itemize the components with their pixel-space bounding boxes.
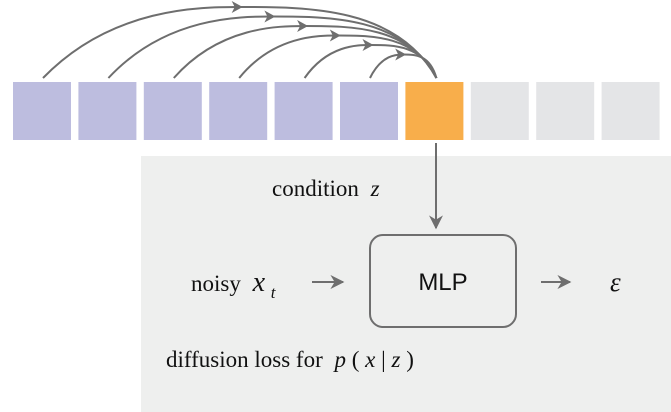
loss-p: p xyxy=(333,347,347,372)
token-future xyxy=(536,82,595,140)
dependency-arrowhead xyxy=(329,29,341,42)
token-context xyxy=(78,82,137,140)
dependency-arc xyxy=(107,15,438,79)
loss-bar: | xyxy=(381,347,386,372)
diffusion-loss-label: diffusion loss for p ( x | z ) xyxy=(166,347,414,372)
token-sequence xyxy=(13,82,660,140)
epsilon-label: ε xyxy=(610,267,621,297)
dependency-arc xyxy=(303,43,438,79)
noisy-subscript: t xyxy=(271,283,277,302)
loss-text: diffusion loss for xyxy=(166,347,323,372)
dependency-arc xyxy=(369,53,438,79)
dependency-arrowhead xyxy=(362,39,374,51)
token-future xyxy=(601,82,660,140)
token-context xyxy=(209,82,268,140)
condition-label: condition z xyxy=(272,176,380,201)
dependency-arrowhead xyxy=(231,1,243,13)
condition-text: condition xyxy=(272,176,359,201)
token-future xyxy=(470,82,529,140)
token-current xyxy=(405,82,464,140)
dependency-arrowhead xyxy=(395,48,407,61)
noisy-variable: x xyxy=(252,267,266,298)
mlp-box xyxy=(369,234,517,328)
condition-variable: z xyxy=(370,176,380,201)
loss-close-paren: ) xyxy=(406,347,414,372)
dependency-arrowhead xyxy=(264,10,276,23)
loss-open-paren: ( xyxy=(352,347,360,372)
token-context xyxy=(13,82,71,140)
loss-x: x xyxy=(364,347,376,372)
token-context xyxy=(274,82,333,140)
noisy-text: noisy xyxy=(191,271,241,296)
noisy-input-label: noisy x t xyxy=(191,267,277,302)
dependency-arrowhead xyxy=(297,20,309,32)
token-context xyxy=(143,82,202,140)
autoregressive-arrows xyxy=(42,1,438,79)
token-context xyxy=(340,82,398,140)
mlp-label: MLP xyxy=(418,269,467,296)
loss-z: z xyxy=(391,347,401,372)
